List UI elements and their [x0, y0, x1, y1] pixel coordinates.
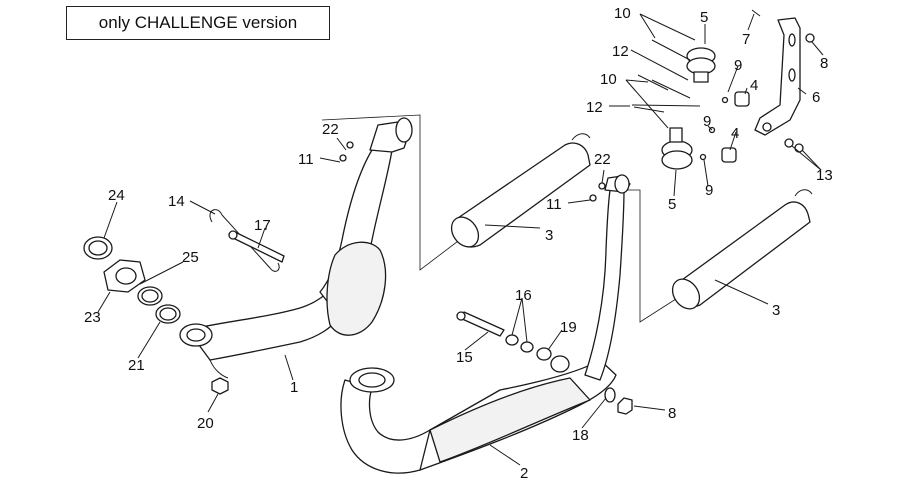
- gasket-24: [83, 236, 113, 260]
- rubber-mount-upper: [734, 91, 750, 107]
- callout-1: 1: [290, 379, 298, 396]
- header-pipe-rear: [179, 117, 413, 379]
- callout-4: 4: [750, 77, 758, 94]
- bush-19: [536, 347, 570, 373]
- nut-20: [211, 377, 229, 395]
- callout-7: 7: [742, 31, 750, 48]
- zigzag-divider-left: [321, 114, 471, 271]
- callout-8: 8: [668, 405, 676, 422]
- callout-9: 9: [703, 113, 711, 130]
- callout-3: 3: [772, 302, 780, 319]
- rubber-mount-lower: [721, 147, 737, 163]
- callout-12: 12: [586, 99, 603, 116]
- callout-18: 18: [572, 427, 589, 444]
- callout-21: 21: [128, 357, 145, 374]
- callout-17: 17: [254, 217, 271, 234]
- callout-9: 9: [705, 182, 713, 199]
- callout-5: 5: [668, 196, 676, 213]
- bolts: [631, 9, 761, 113]
- silencer-lower: [671, 189, 813, 310]
- pin-17: [228, 230, 285, 263]
- ring-25: [137, 286, 163, 306]
- callout-10: 10: [614, 5, 631, 22]
- version-note-text: only CHALLENGE version: [98, 13, 298, 32]
- clamp-lower: [661, 127, 693, 170]
- version-note-box: only CHALLENGE version: [66, 6, 330, 40]
- callout-22: 22: [594, 151, 611, 168]
- callout-20: 20: [197, 415, 214, 432]
- callout-8: 8: [820, 55, 828, 72]
- nut-8-lower: [617, 397, 633, 415]
- callout-23: 23: [84, 309, 101, 326]
- callout-9: 9: [734, 57, 742, 74]
- silencer-bracket: [754, 17, 801, 136]
- callout-13: 13: [816, 167, 833, 184]
- washer-18: [604, 387, 616, 403]
- pin-15: [456, 311, 505, 337]
- clamp-upper: [686, 47, 716, 83]
- callout-4: 4: [731, 125, 739, 142]
- silencer-upper: [450, 133, 591, 248]
- header-pipe-front: [340, 174, 631, 474]
- callout-15: 15: [456, 349, 473, 366]
- hardware-small: [339, 33, 815, 202]
- flange-23: [103, 259, 146, 293]
- callout-11: 11: [298, 151, 314, 168]
- spacer-16: [505, 334, 534, 353]
- callout-5: 5: [700, 9, 708, 26]
- callout-6: 6: [812, 89, 820, 106]
- callout-14: 14: [168, 193, 185, 210]
- leader-lines: [97, 13, 824, 466]
- callout-24: 24: [108, 187, 125, 204]
- callout-labels: 10 5 7 8 12 9 10 4 6 12 9 4 22 11 22 13 …: [84, 5, 833, 482]
- callout-25: 25: [182, 249, 199, 266]
- callout-12: 12: [612, 43, 629, 60]
- callout-11: 11: [546, 196, 562, 213]
- callout-19: 19: [560, 319, 577, 336]
- callout-10: 10: [600, 71, 617, 88]
- callout-16: 16: [515, 287, 532, 304]
- callout-22: 22: [322, 121, 339, 138]
- ring-21: [155, 304, 181, 324]
- callout-3: 3: [545, 227, 553, 244]
- callout-2: 2: [520, 465, 528, 482]
